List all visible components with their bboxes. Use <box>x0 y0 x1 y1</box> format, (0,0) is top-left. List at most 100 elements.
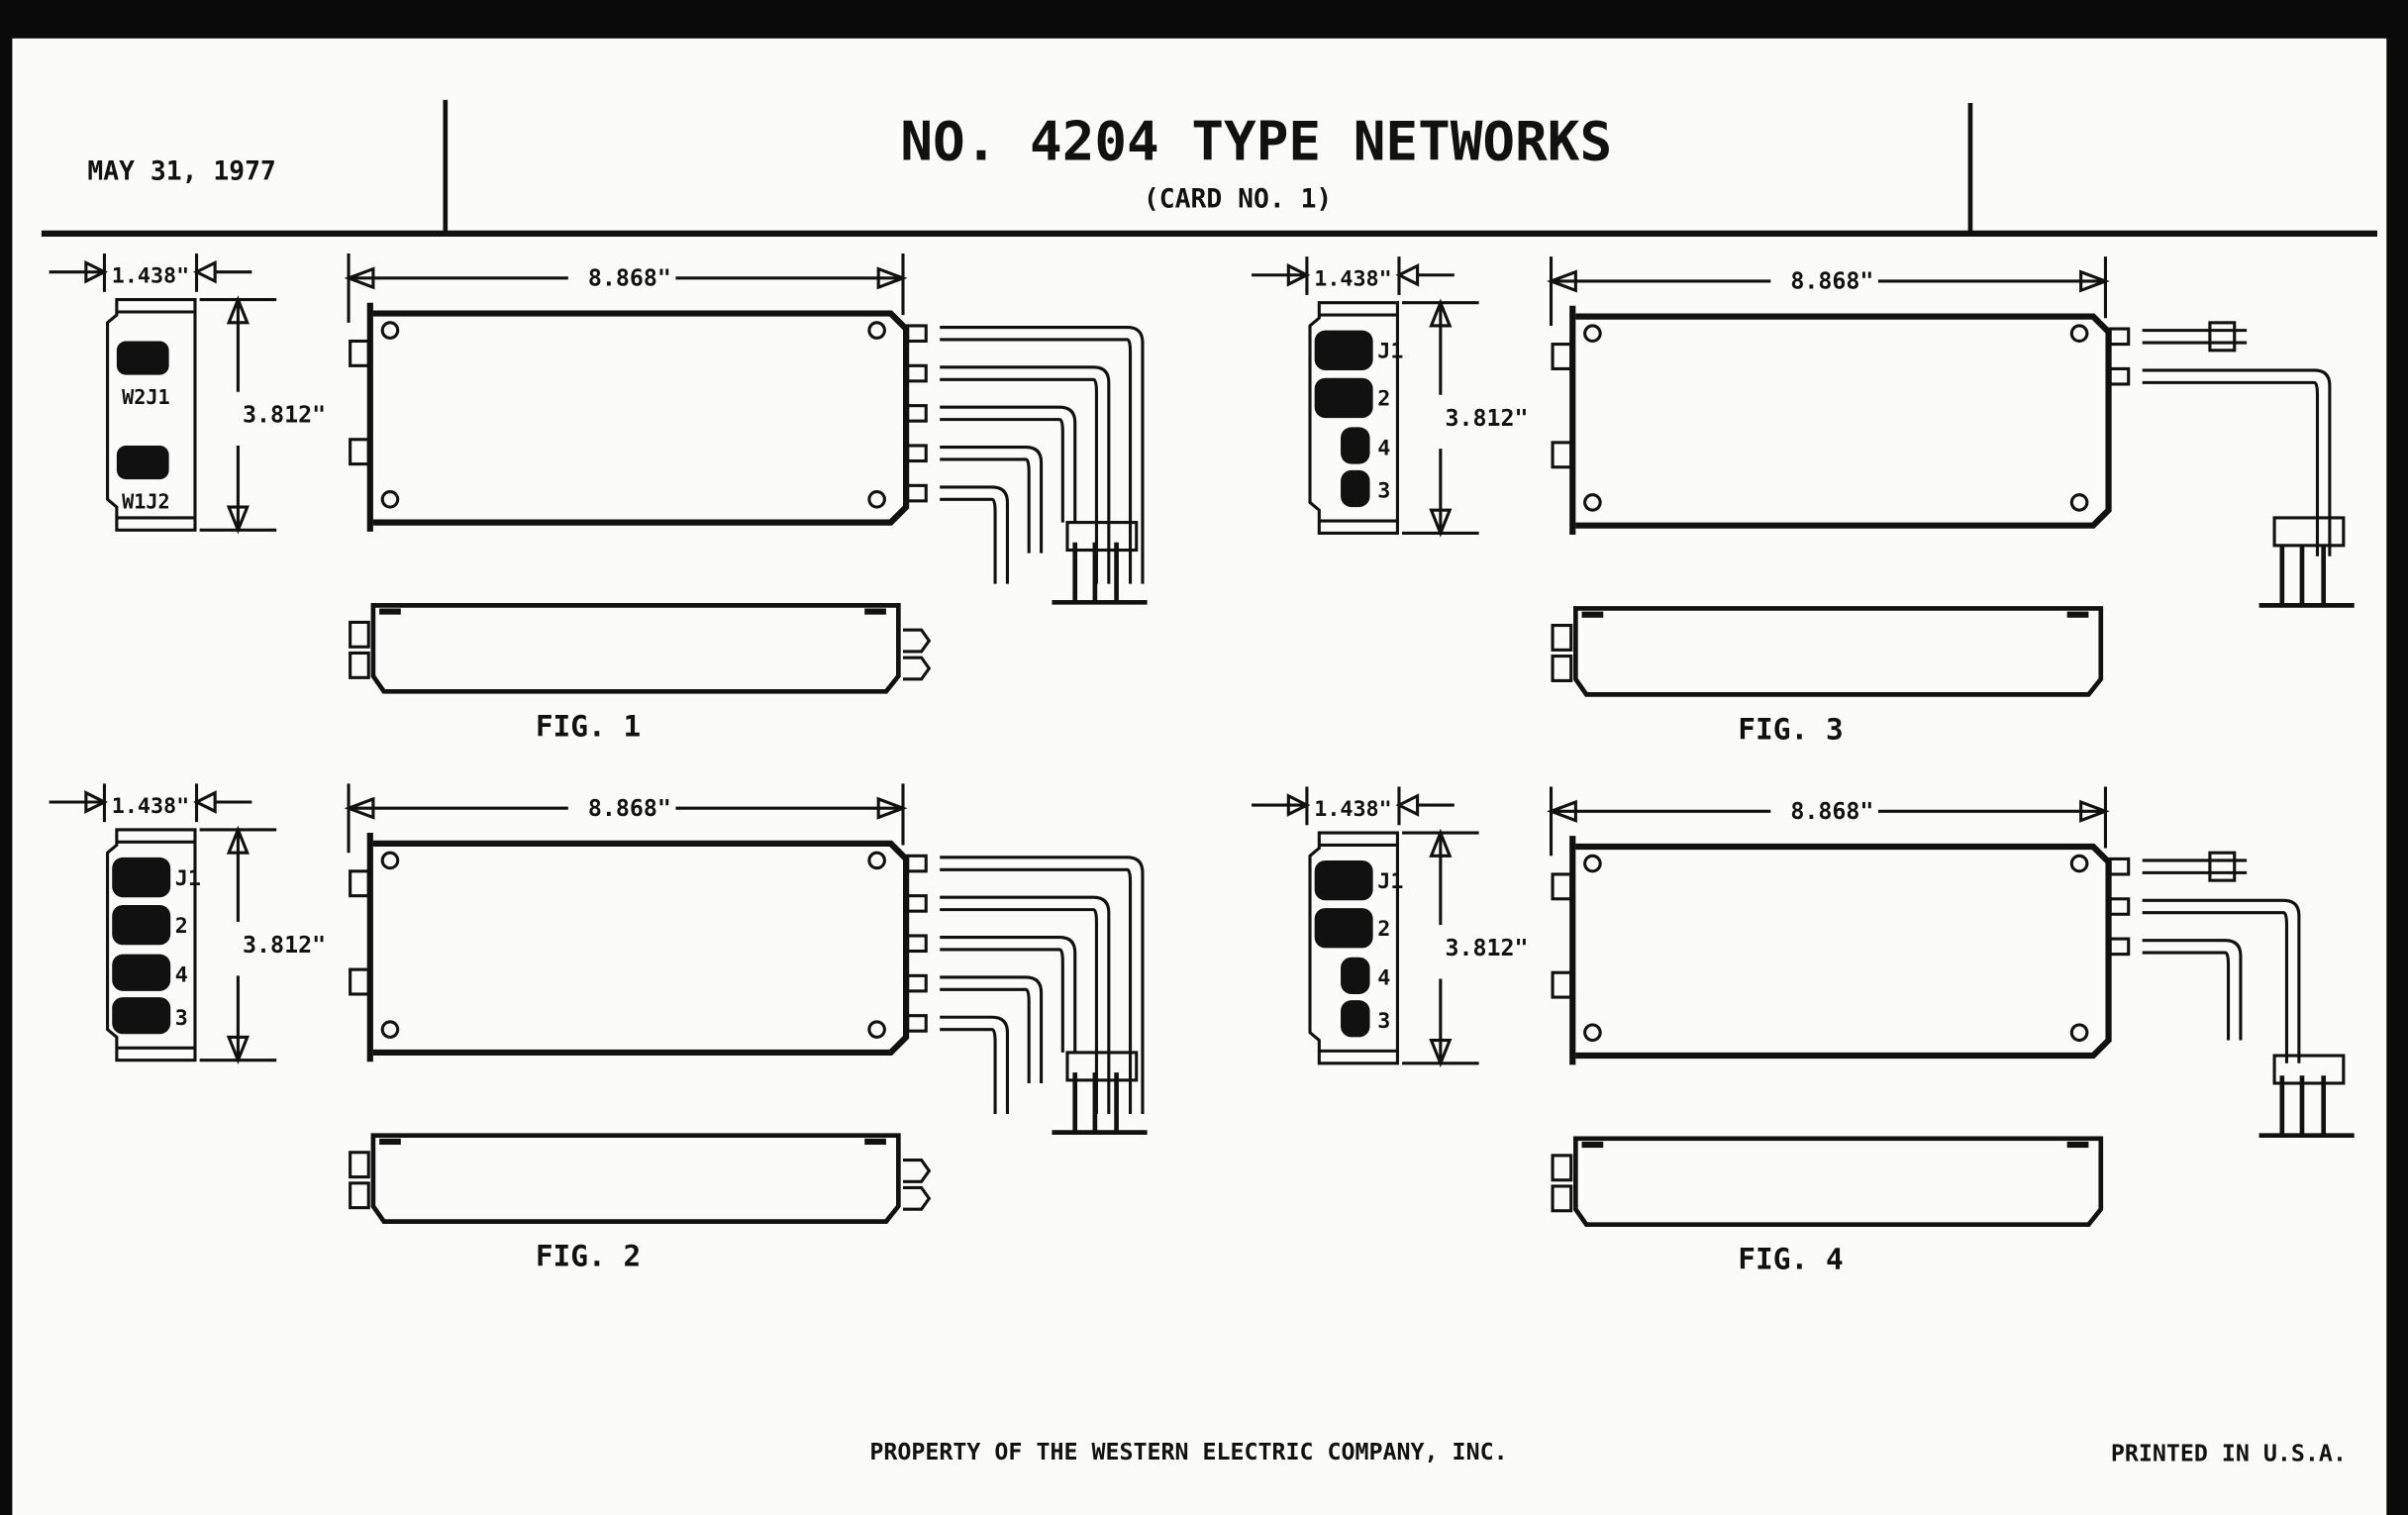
mount-hole <box>1583 493 1602 512</box>
jack-label: W1J2 <box>122 490 170 514</box>
footer-printed: PRINTED IN U.S.A. <box>2111 1441 2347 1467</box>
right-connector <box>906 324 928 344</box>
jack-label: 2 <box>1377 917 1390 942</box>
jack <box>1341 1000 1370 1038</box>
length-dim-label: 8.868" <box>588 795 671 822</box>
left-connector <box>1551 970 1573 999</box>
jack-label: 2 <box>175 914 188 939</box>
cable <box>2142 858 2248 874</box>
left-connector <box>349 967 370 996</box>
jack <box>1341 469 1370 508</box>
jack-label: 4 <box>1377 966 1390 991</box>
jack-label: 3 <box>1377 479 1390 504</box>
page-subtitle: (CARD NO. 1) <box>1144 184 1332 214</box>
mount-hole <box>2069 493 2089 512</box>
width-dim-label: 1.438" <box>112 794 189 819</box>
footer-property: PROPERTY OF THE WESTERN ELECTRIC COMPANY… <box>869 1439 1507 1465</box>
plug-block <box>2272 516 2346 548</box>
jack-label: J1 <box>175 866 201 891</box>
right-connector <box>906 973 928 993</box>
bottom-pad <box>864 608 886 615</box>
width-dim-arrows <box>1252 262 1455 287</box>
figure-label: FIG. 2 <box>536 1240 641 1273</box>
mount-hole <box>380 490 400 509</box>
plug-block <box>1065 521 1139 553</box>
bottom-connector <box>349 620 370 649</box>
bottom-right-connector <box>903 628 932 654</box>
bottom-connector <box>1551 655 1573 682</box>
jack-pair <box>1314 377 1373 419</box>
mount-hole <box>867 1020 886 1039</box>
length-dim-lines <box>1547 256 2110 326</box>
height-dim-label: 3.812" <box>243 402 326 429</box>
jack-pair <box>1314 859 1373 901</box>
bottom-right-connector <box>903 1159 932 1183</box>
bottom-connector <box>349 1151 370 1179</box>
side-view <box>106 828 197 1062</box>
jack-label: W2J1 <box>122 385 170 409</box>
mount-hole <box>2069 854 2089 873</box>
cable <box>940 975 1044 1083</box>
mount-hole <box>380 851 400 870</box>
height-dim-lines <box>199 295 277 535</box>
height-dim-lines <box>1402 298 1479 538</box>
height-dim-lines <box>199 825 277 1064</box>
mount-hole <box>867 851 886 870</box>
mount-hole <box>2069 1023 2089 1043</box>
side-view <box>1308 831 1399 1065</box>
page-title: NO. 4204 TYPE NETWORKS <box>900 110 1612 172</box>
width-dim-label: 1.438" <box>112 264 189 289</box>
bottom-view <box>1573 606 2104 697</box>
figure-label: FIG. 1 <box>536 709 641 743</box>
bottom-right-connector <box>903 656 932 681</box>
right-connector <box>906 444 928 463</box>
jack-label: J1 <box>1377 869 1403 894</box>
jack-label: 4 <box>1377 436 1390 460</box>
mount-hole <box>1583 324 1602 344</box>
height-dim-label: 3.812" <box>243 932 326 959</box>
cable <box>940 485 1010 584</box>
bottom-pad <box>1581 611 1604 618</box>
mount-hole <box>380 1020 400 1039</box>
figure-label: FIG. 3 <box>1738 712 1843 746</box>
card-paper <box>12 38 2387 1515</box>
cable <box>2142 329 2248 345</box>
jack-pair <box>112 857 171 898</box>
jack-pair <box>1314 908 1373 949</box>
width-dim-label: 1.438" <box>1314 797 1391 822</box>
jack-label: 3 <box>175 1006 188 1031</box>
jack <box>112 954 171 991</box>
right-connector <box>906 483 928 503</box>
left-connector <box>349 438 370 466</box>
jack <box>112 997 171 1035</box>
bottom-connector <box>1551 1154 1573 1182</box>
length-dim-label: 8.868" <box>1790 268 1873 295</box>
jack <box>1341 427 1370 464</box>
plug-pins <box>1052 542 1148 605</box>
bottom-pad <box>2066 611 2089 618</box>
jack-label: 3 <box>1377 1009 1390 1034</box>
cable <box>940 405 1077 523</box>
cable <box>2142 898 2301 1063</box>
figure-label: FIG. 4 <box>1738 1243 1843 1276</box>
right-connector <box>2108 897 2131 916</box>
side-view <box>106 298 197 532</box>
cable <box>940 365 1111 584</box>
cable <box>2142 368 2332 556</box>
bottom-right-connector <box>903 1185 932 1211</box>
length-dim-label: 8.868" <box>1790 798 1873 825</box>
width-dim-arrows <box>49 790 252 814</box>
bottom-pad <box>2066 1141 2089 1149</box>
jack-pair <box>112 904 171 946</box>
plug-pins <box>2258 1075 2355 1139</box>
jack-label: 2 <box>1377 387 1390 412</box>
bottom-view <box>1573 1136 2104 1228</box>
plug-block <box>2272 1054 2346 1085</box>
left-connector <box>349 339 370 367</box>
jack-pair <box>116 446 169 480</box>
bottom-connector <box>1551 624 1573 652</box>
